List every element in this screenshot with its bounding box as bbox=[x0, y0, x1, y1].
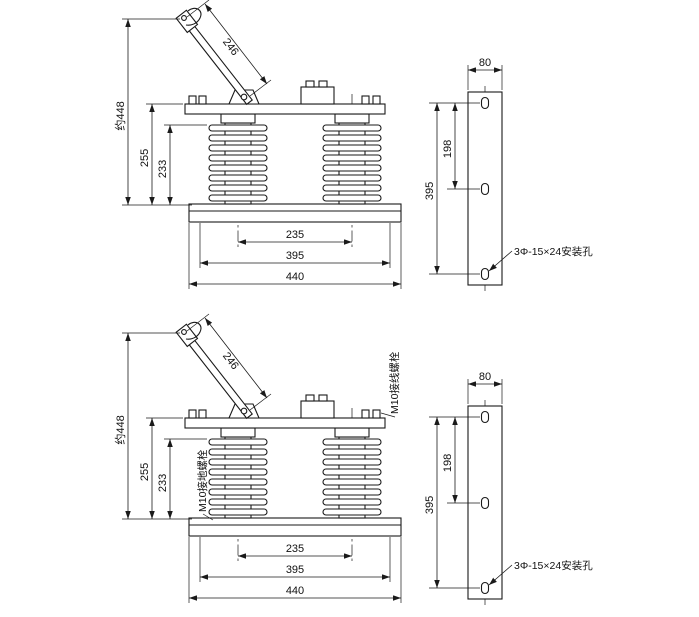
label-mounting-holes: 3Φ-15×24安装孔 bbox=[514, 245, 593, 258]
plate-view bbox=[429, 65, 512, 291]
terminal-bolt-leader bbox=[380, 412, 396, 418]
label-ground-bolt: M10接地螺栓 bbox=[196, 449, 209, 512]
view-top: 246 约448 255 233 235 395 440 80 395 198 … bbox=[114, 0, 593, 291]
dim-mount-hole-span: 395 bbox=[286, 250, 304, 262]
dim-plate-width: 80 bbox=[479, 371, 491, 383]
label-terminal-bolt: M10接线螺栓 bbox=[388, 351, 401, 414]
dim-bar-to-base: 255 bbox=[139, 149, 151, 167]
dim-plate-hole-span: 395 bbox=[424, 182, 436, 200]
dim-mount-hole-span: 395 bbox=[286, 564, 304, 576]
dim-pole-spacing: 235 bbox=[286, 229, 304, 241]
switch-view bbox=[122, 0, 401, 289]
dim-blade-length: 246 bbox=[220, 36, 241, 58]
label-mounting-holes: 3Φ-15×24安装孔 bbox=[514, 559, 593, 572]
dim-bar-to-base: 255 bbox=[139, 463, 151, 481]
switch-view bbox=[122, 314, 401, 603]
dim-pole-spacing: 235 bbox=[286, 543, 304, 555]
dim-overall-height: 约448 bbox=[114, 415, 127, 444]
dim-plate-hole-pitch: 198 bbox=[442, 140, 454, 158]
plate-view bbox=[429, 379, 512, 605]
dim-plate-width: 80 bbox=[479, 57, 491, 69]
dim-insulator-height: 233 bbox=[157, 474, 169, 492]
dim-base-width: 440 bbox=[286, 271, 304, 283]
dim-blade-length: 246 bbox=[220, 350, 241, 372]
ground-bolt-leader bbox=[202, 513, 214, 521]
dim-plate-hole-span: 395 bbox=[424, 496, 436, 514]
view-bottom: 246 约448 255 233 235 395 440 80 395 198 … bbox=[114, 314, 593, 605]
dim-insulator-height: 233 bbox=[157, 160, 169, 178]
dim-plate-hole-pitch: 198 bbox=[442, 454, 454, 472]
dim-base-width: 440 bbox=[286, 585, 304, 597]
dim-overall-height: 约448 bbox=[114, 101, 127, 130]
